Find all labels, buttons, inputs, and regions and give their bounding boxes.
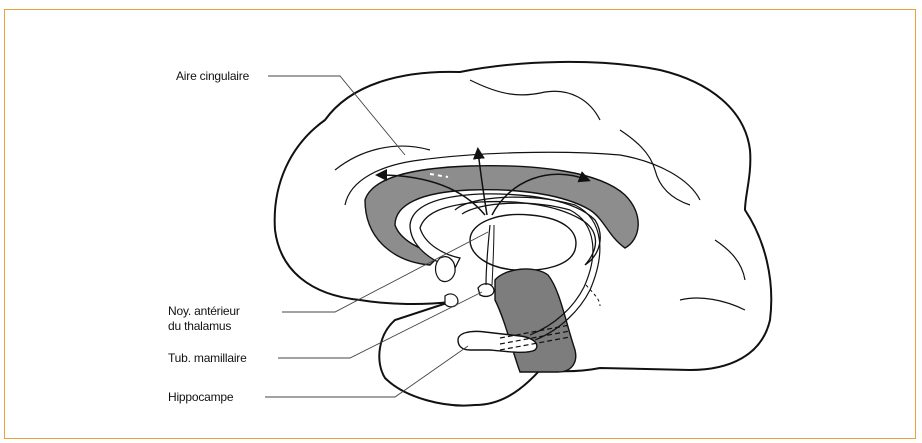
label-hippocampe: Hippocampe [168, 390, 233, 404]
label-aire-cingulaire: Aire cingulaire [176, 69, 249, 83]
leader-hippocampe [265, 346, 468, 397]
brainstem [495, 269, 576, 372]
sulcus-frontal [335, 146, 430, 170]
sulcus-parietal [620, 130, 690, 205]
label-noyau-line1: Noy. antérieur [168, 304, 240, 318]
label-tub-mamillaire: Tub. mamillaire [168, 351, 247, 365]
leader-aire-cingulaire [268, 76, 405, 155]
sulcus-calcarine [680, 298, 745, 310]
fornix-dashed [586, 285, 600, 306]
label-noyau-line2: du thalamus [168, 319, 231, 333]
sulcus-occipital [715, 240, 745, 280]
hypothalamus-lobe [436, 257, 456, 282]
thalamus [470, 214, 576, 270]
sulcus-upper [470, 80, 600, 120]
mammillary-body [478, 284, 494, 297]
